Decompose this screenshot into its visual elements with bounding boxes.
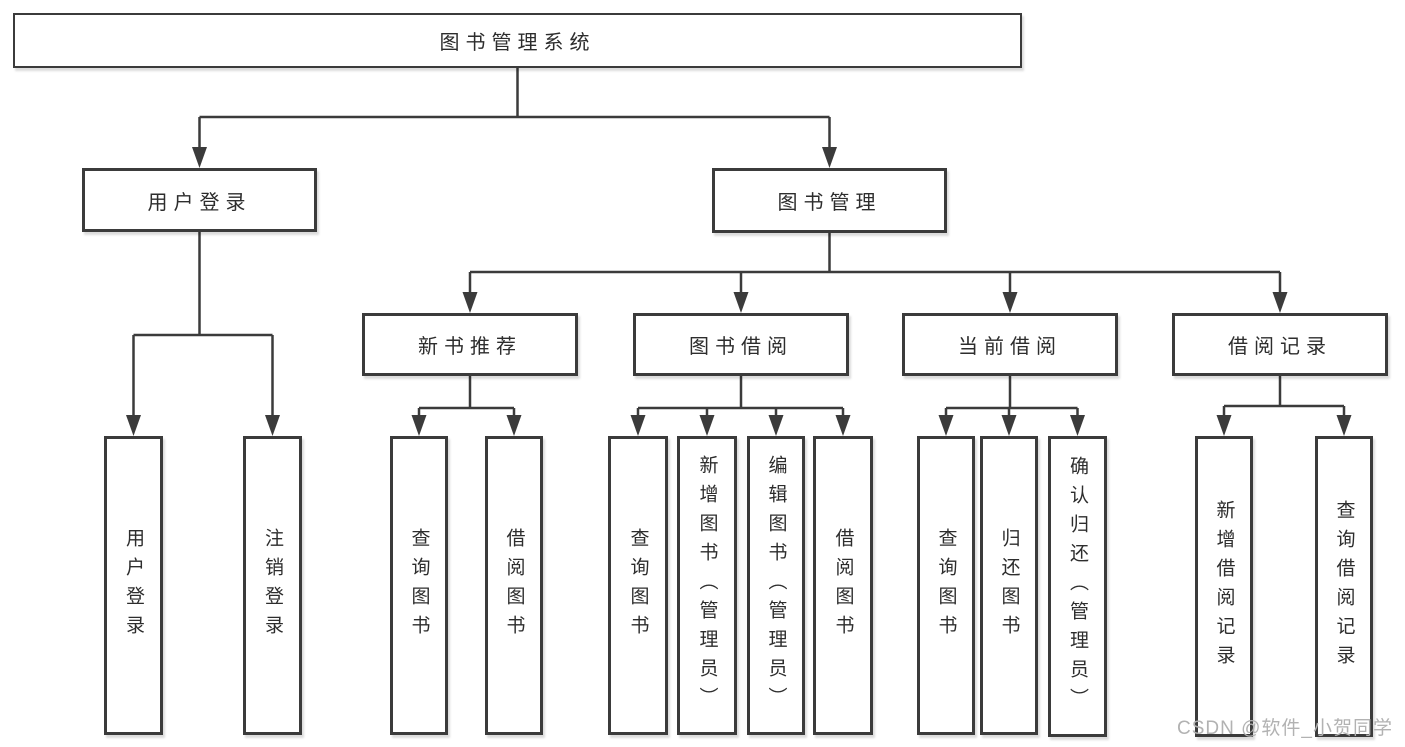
node-borrowing-records: 借阅记录 — [1172, 313, 1388, 376]
node-new-book-recommendation: 新书推荐 — [362, 313, 578, 376]
leaf-return-book: 归还图书 — [980, 436, 1038, 735]
node-book-borrowing: 图书借阅 — [633, 313, 849, 376]
leaf-user-login: 用户登录 — [104, 436, 163, 735]
node-book-management: 图书管理 — [712, 168, 947, 233]
leaf-query-books-recommend: 查询图书 — [390, 436, 448, 735]
connector-userlogin-to-leaves — [132, 232, 274, 418]
connector-bookmgmt-to-level2 — [468, 233, 1282, 295]
leaf-query-books-borrowing: 查询图书 — [608, 436, 668, 735]
node-current-borrowing: 当前借阅 — [902, 313, 1118, 376]
leaf-edit-book-admin: 编辑图书（管理员） — [747, 436, 805, 735]
leaf-logout: 注销登录 — [243, 436, 302, 735]
leaf-borrow-books-borrowing: 借阅图书 — [813, 436, 873, 735]
connector-root-to-level1 — [198, 68, 831, 150]
leaf-query-borrow-record: 查询借阅记录 — [1315, 436, 1373, 737]
leaf-confirm-return-admin: 确认归还（管理员） — [1048, 436, 1107, 737]
connector-records-to-leaves — [1222, 376, 1346, 418]
leaf-query-books-current: 查询图书 — [917, 436, 975, 735]
connector-current-to-leaves — [944, 376, 1079, 418]
leaf-add-book-admin: 新增图书（管理员） — [677, 436, 737, 735]
node-library-management-system: 图书管理系统 — [13, 13, 1022, 68]
connector-newbook-to-leaves — [417, 376, 516, 418]
node-user-login: 用户登录 — [82, 168, 317, 232]
leaf-add-borrow-record: 新增借阅记录 — [1195, 436, 1253, 737]
csdn-watermark: CSDN @软件_小贺同学 — [1177, 718, 1393, 739]
connector-borrowing-to-leaves — [636, 376, 845, 418]
leaf-borrow-books-recommend: 借阅图书 — [485, 436, 543, 735]
